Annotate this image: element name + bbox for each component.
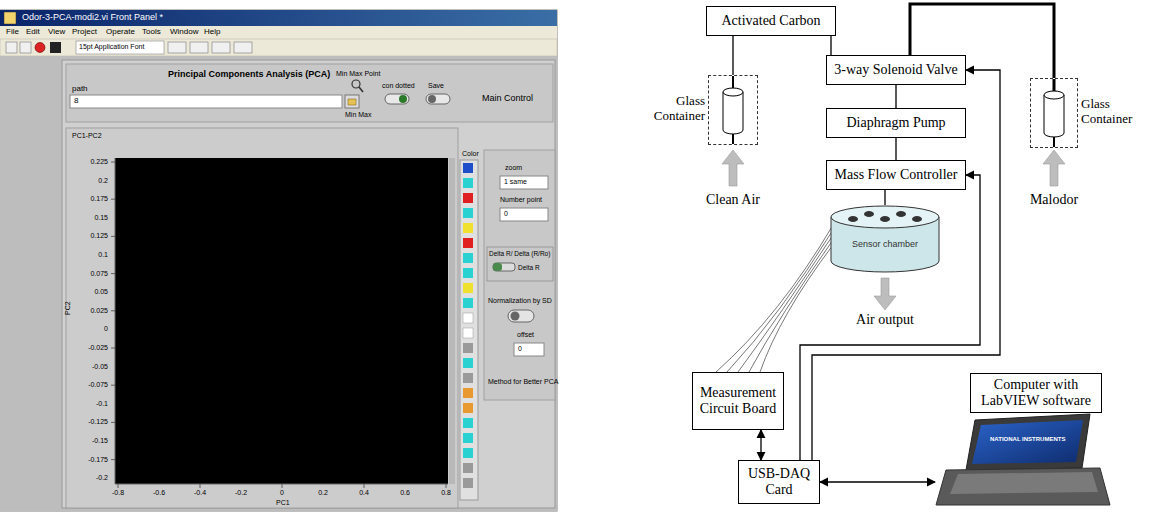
panel-label: 0.125 xyxy=(72,232,108,240)
daq-box: USB-DAQ Card xyxy=(738,460,820,504)
panel-label: -0.15 xyxy=(72,437,108,445)
box-label: Measurement Circuit Board xyxy=(697,385,779,417)
panel-label: con dotted xyxy=(382,82,415,90)
pump-box: Diaphragm Pump xyxy=(826,108,966,138)
box-label: USB-DAQ Card xyxy=(743,466,815,498)
glass-container: Glass Container xyxy=(708,75,758,145)
panel-label: File xyxy=(6,28,19,37)
panel-label: Color xyxy=(462,150,479,158)
panel-label: 0.1 xyxy=(72,251,108,259)
panel-label: PC2 xyxy=(64,301,72,315)
panel-label: Delta R/ Delta (R/Ro) xyxy=(489,250,550,257)
flow-label: Malodor xyxy=(1024,192,1084,207)
connector xyxy=(761,430,762,460)
connector xyxy=(885,190,886,205)
controller-box: Mass Flow Controller xyxy=(826,160,966,190)
panel-label: Principal Components Analysis (PCA) xyxy=(168,70,330,80)
connector xyxy=(733,36,734,75)
chamber-label: Sensor chamber xyxy=(830,205,940,249)
container-cylinder xyxy=(709,76,757,144)
panel-label: -0.075 xyxy=(72,381,108,389)
panel-label: 0 xyxy=(268,489,296,497)
panel-label: 0.075 xyxy=(72,270,108,278)
panel-label: Window xyxy=(170,28,198,37)
panel-label: -0.125 xyxy=(72,418,108,426)
tick-marks xyxy=(111,162,446,488)
valve-box: 3-way Solenoid Valve xyxy=(826,55,966,85)
panel-label: -0.8 xyxy=(104,489,132,497)
flow-label: Clean Air xyxy=(693,192,773,207)
computer-label-box: Computer with LabVIEW software xyxy=(970,373,1102,413)
panel-label: Method for Better PCA xyxy=(488,378,558,386)
box-label: Mass Flow Controller xyxy=(835,167,958,183)
connector xyxy=(896,85,897,108)
air-flow-arrows xyxy=(722,150,1065,310)
panel-label: 0.225 xyxy=(72,158,108,166)
circuit-board-box: Measurement Circuit Board xyxy=(692,372,784,430)
panel-label: Min Max Point xyxy=(336,70,380,78)
box-label: Activated Carbon xyxy=(721,13,820,29)
box-label: Diaphragm Pump xyxy=(846,115,945,131)
panel-label: NATIONAL INSTRUMENTS xyxy=(990,436,1065,443)
container-heading: Glass Container xyxy=(1081,97,1141,127)
process-box: Activated Carbon xyxy=(706,6,836,36)
panel-label: -0.2 xyxy=(72,474,108,482)
box-label: 3-way Solenoid Valve xyxy=(834,62,957,78)
panel-label: 0.6 xyxy=(391,489,419,497)
panel-label: 8 xyxy=(74,97,78,106)
panel-label: 0 xyxy=(518,345,522,353)
panel-label: View xyxy=(48,28,65,37)
panel-label: Edit xyxy=(26,28,40,37)
panel-label: PC1-PC2 xyxy=(72,132,102,140)
panel-label: 1 same xyxy=(504,178,527,186)
panel-label: -0.2 xyxy=(227,489,255,497)
panel-label: Operate xyxy=(106,28,135,37)
panel-label: 0.2 xyxy=(309,489,337,497)
container-heading: Glass Container xyxy=(645,94,705,124)
panel-label: Save xyxy=(428,82,444,90)
connector xyxy=(831,36,832,55)
panel-label: Delta R xyxy=(518,264,540,271)
panel-label: Odor-3-PCA-modi2.vi Front Panel * xyxy=(22,13,163,23)
panel-label: 0.175 xyxy=(72,195,108,203)
panel-label: Project xyxy=(72,28,97,37)
panel-label: PC1 xyxy=(276,499,290,507)
connector xyxy=(800,175,980,460)
panel-label: 0.8 xyxy=(432,489,460,497)
panel-label: -0.05 xyxy=(72,363,108,371)
container-cylinder xyxy=(1031,79,1077,147)
panel-label: 0.15 xyxy=(72,214,108,222)
connector xyxy=(716,225,833,372)
panel-label: -0.6 xyxy=(145,489,173,497)
glass-container: Glass Container xyxy=(1030,78,1078,148)
panel-label: Min Max xyxy=(345,111,371,119)
panel-label: Tools xyxy=(142,28,161,37)
panel-label: 15pt Application Font xyxy=(79,43,144,51)
panel-label: 0.2 xyxy=(72,177,108,185)
panel-label: zoom xyxy=(505,164,522,172)
panel-label: 0 xyxy=(72,325,108,333)
labview-window xyxy=(0,10,557,511)
box-label: Computer with LabVIEW software xyxy=(975,377,1097,409)
panel-label: 0.05 xyxy=(72,288,108,296)
panel-label: -0.025 xyxy=(72,344,108,352)
panel-label: Help xyxy=(204,28,220,37)
panel-label: 0.025 xyxy=(72,307,108,315)
panel-label: path xyxy=(72,85,88,94)
panel-label: 0 xyxy=(504,210,508,218)
panel-label: offset xyxy=(517,331,534,339)
panel-label: -0.4 xyxy=(186,489,214,497)
flow-label: Air output xyxy=(845,312,925,327)
panel-label: Number point xyxy=(500,196,542,204)
connector xyxy=(820,482,935,483)
connector xyxy=(896,138,897,160)
panel-label: -0.1 xyxy=(72,400,108,408)
panel-label: Main Control xyxy=(482,94,533,104)
panel-label: 0.4 xyxy=(350,489,378,497)
panel-label: Normalization by SD xyxy=(488,297,552,305)
laptop xyxy=(936,414,1110,505)
panel-label: -0.175 xyxy=(72,456,108,464)
sensor-chamber: Sensor chamber xyxy=(830,205,940,273)
